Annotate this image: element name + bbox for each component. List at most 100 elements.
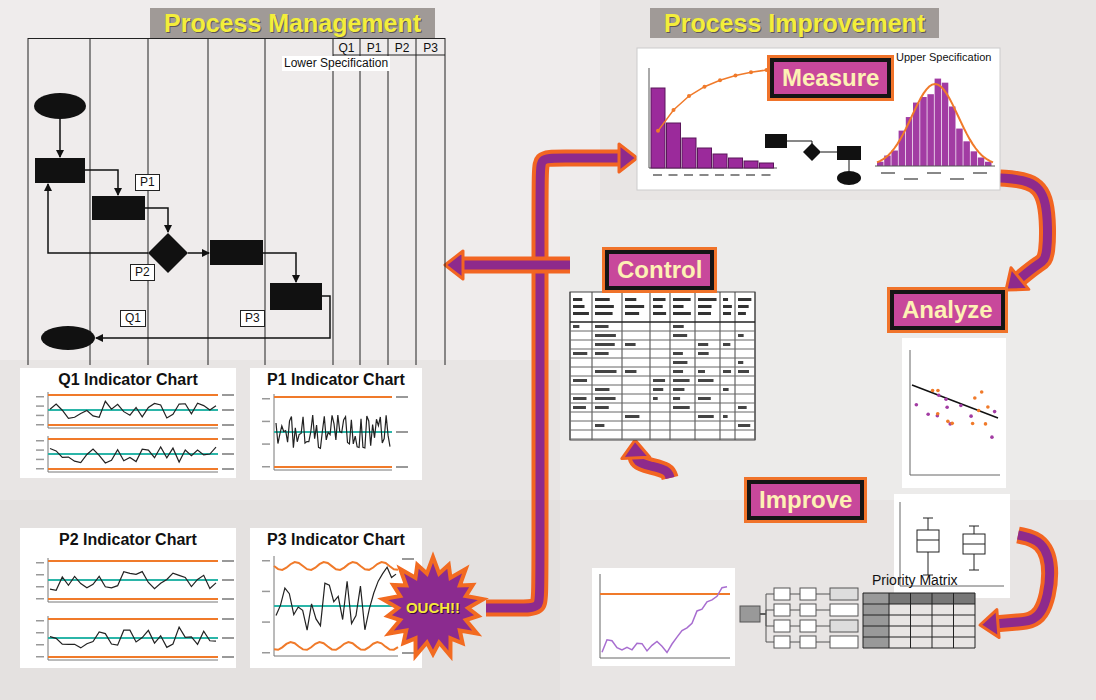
illustration bbox=[28, 38, 445, 365]
axis-tick-mark bbox=[904, 178, 918, 180]
scatter-point bbox=[993, 410, 997, 414]
measure-panel: Measure bbox=[637, 48, 1000, 190]
cell-mark bbox=[595, 325, 609, 328]
cumulative-point bbox=[734, 74, 738, 78]
cell-mark bbox=[738, 370, 749, 373]
table-rule bbox=[650, 292, 651, 440]
scatter-point bbox=[915, 403, 919, 407]
process-box bbox=[92, 196, 145, 220]
control-panel: Control bbox=[570, 250, 755, 440]
cell-mark bbox=[595, 343, 615, 346]
axis-tick-mark bbox=[731, 174, 740, 176]
axis-tick-mark bbox=[262, 398, 270, 400]
process-box bbox=[270, 283, 322, 310]
cell-mark bbox=[698, 415, 714, 418]
cell-mark bbox=[573, 379, 587, 382]
cell-mark bbox=[625, 298, 636, 301]
cell-mark bbox=[573, 325, 579, 328]
cell-mark bbox=[573, 406, 586, 409]
scatter-point bbox=[973, 396, 977, 400]
legend-mark bbox=[222, 579, 234, 581]
regression-line bbox=[912, 385, 998, 418]
scatter-point bbox=[959, 404, 963, 408]
scatter-point bbox=[931, 389, 935, 393]
flow-line bbox=[96, 296, 330, 338]
trend-series bbox=[602, 587, 727, 653]
chart-axis bbox=[48, 660, 218, 661]
histogram-bar bbox=[935, 79, 942, 166]
control-limit bbox=[48, 560, 218, 562]
table-rule bbox=[570, 349, 755, 350]
axis-tick-mark bbox=[36, 644, 44, 646]
scatter-point bbox=[946, 420, 950, 424]
control-limit bbox=[274, 562, 398, 570]
axis-tick-mark bbox=[881, 172, 895, 174]
cell-mark bbox=[698, 305, 712, 308]
ground-panel bbox=[560, 200, 1096, 500]
indicator-series bbox=[276, 415, 390, 448]
indicator-tag: P3 bbox=[240, 310, 265, 327]
tree-box bbox=[830, 620, 858, 632]
cell-mark bbox=[573, 312, 589, 315]
start-oval bbox=[34, 93, 86, 119]
cell-mark bbox=[625, 343, 636, 346]
control-limit bbox=[48, 618, 218, 620]
legend-mark bbox=[222, 394, 234, 396]
control-limit bbox=[48, 656, 218, 658]
matrix-rule bbox=[953, 593, 954, 648]
scatter-point bbox=[984, 422, 988, 426]
matrix-rule bbox=[863, 648, 975, 649]
arrowhead bbox=[1006, 268, 1029, 290]
legend-mark bbox=[396, 396, 408, 398]
cell-mark bbox=[698, 370, 705, 373]
chart-title: P3 Indicator Chart bbox=[250, 528, 422, 550]
flow-line bbox=[85, 170, 118, 195]
tree-link bbox=[816, 594, 830, 595]
axis-tick-mark bbox=[262, 421, 270, 423]
alert-burst: OUCH!! bbox=[380, 558, 486, 658]
scatter-point bbox=[945, 405, 949, 409]
process-box bbox=[210, 240, 263, 265]
cell-mark bbox=[673, 312, 691, 315]
tag-label: P3 bbox=[240, 310, 265, 327]
axis-tick-mark bbox=[36, 620, 44, 622]
matrix-rule bbox=[863, 637, 975, 638]
table-rule bbox=[670, 292, 671, 440]
arrow-shaft bbox=[458, 265, 570, 266]
cell-mark bbox=[673, 379, 690, 382]
indicator-chart: Q1 Indicator Chart bbox=[20, 368, 236, 478]
mini-process-box bbox=[765, 134, 787, 148]
matrix-rule bbox=[889, 593, 890, 648]
tree-link bbox=[816, 610, 830, 611]
cell-mark bbox=[723, 415, 728, 418]
scatter-point bbox=[944, 397, 948, 401]
column-header: P2 bbox=[388, 40, 416, 57]
end-oval bbox=[41, 326, 95, 350]
chart-panel bbox=[250, 368, 422, 480]
chart-title: Q1 Indicator Chart bbox=[20, 368, 236, 390]
tree-link bbox=[790, 594, 800, 595]
cumulative-point bbox=[672, 108, 676, 112]
axis-tick-mark bbox=[262, 466, 270, 468]
scatter-point bbox=[969, 414, 973, 418]
scatter-point bbox=[950, 422, 954, 426]
phase-arrow bbox=[445, 251, 570, 279]
chart-axis bbox=[274, 470, 392, 471]
legend-mark bbox=[222, 409, 234, 411]
cell-mark bbox=[738, 406, 747, 409]
indicator-series bbox=[50, 401, 216, 418]
tree-box bbox=[800, 636, 816, 648]
flow-line bbox=[145, 208, 168, 232]
legend-mark bbox=[222, 468, 234, 470]
table-rule bbox=[570, 376, 755, 377]
histogram-bar bbox=[978, 157, 985, 166]
center-line bbox=[48, 579, 218, 581]
tree-box bbox=[800, 604, 816, 616]
tree-root bbox=[740, 606, 760, 622]
cell-mark bbox=[653, 312, 666, 315]
chart-axis bbox=[600, 658, 730, 659]
boxplot-median bbox=[963, 544, 985, 545]
tree-link bbox=[816, 626, 830, 627]
spec-label: Lower Specification bbox=[282, 56, 390, 71]
